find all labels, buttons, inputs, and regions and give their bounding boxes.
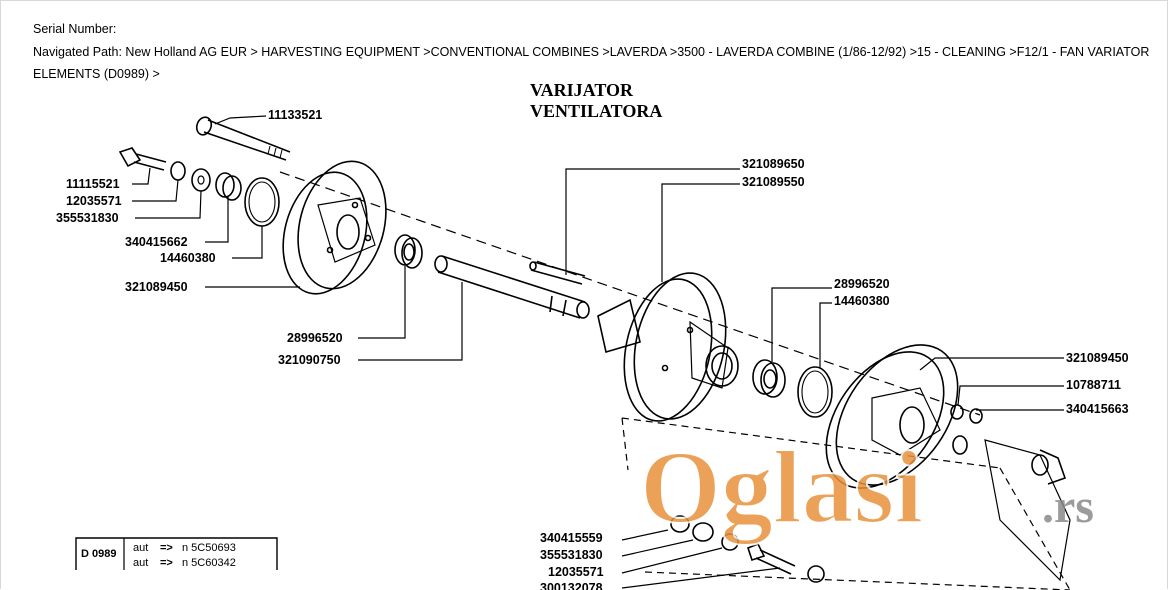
part-label-321089450-left: 321089450 (125, 280, 188, 294)
right-pulley-disc (825, 344, 959, 489)
part-label-28996520-right: 28996520 (834, 277, 890, 291)
info-row1-prefix: aut (133, 542, 148, 554)
spacer-part (952, 435, 968, 455)
lower-washer-part-2 (692, 522, 714, 542)
shaft-part (434, 255, 590, 319)
info-row2-arrow: => (160, 557, 173, 569)
lower-bolt-part (747, 542, 796, 575)
snap-ring-part (244, 177, 280, 227)
long-bolt-part (195, 116, 291, 161)
part-label-12035571-upper: 12035571 (66, 194, 122, 208)
part-label-10788711: 10788711 (1066, 378, 1121, 392)
assembly-axis-line (279, 171, 981, 416)
part-label-14460380-right: 14460380 (834, 294, 890, 308)
navigated-path: Navigated Path: New Holland AG EUR > HAR… (33, 45, 1150, 81)
central-hub-pulley (597, 272, 739, 422)
pin-part (529, 261, 586, 285)
bearing-part-left (394, 234, 423, 269)
bracket-part (984, 439, 1071, 582)
part-label-340415559: 340415559 (540, 531, 603, 545)
lock-washer-part (170, 161, 186, 181)
part-label-28996520-left: 28996520 (287, 331, 343, 345)
lower-washer-part (670, 515, 690, 533)
lower-assembly-box (621, 417, 1071, 590)
diagram-title-line2: VENTILATORA (530, 101, 663, 121)
part-label-11115521: 11115521 (66, 177, 120, 191)
part-label-355531830-upper: 355531830 (56, 211, 119, 225)
part-label-321089550: 321089550 (742, 175, 805, 189)
watermark-brand: Oglasi (640, 430, 923, 545)
watermark-suffix: .rs (1042, 480, 1094, 533)
info-row1-value: n 5C50693 (182, 542, 236, 554)
left-pulley-disc (282, 160, 387, 295)
leader-lines (132, 115, 1064, 589)
serial-info-box (75, 537, 278, 570)
snap-ring-part-right (797, 366, 833, 418)
part-label-12035571-lower: 12035571 (548, 565, 604, 579)
diagram-title-line1: VARIJATOR (530, 80, 634, 100)
serial-number-label: Serial Number: (33, 22, 117, 36)
part-label-355531830-lower: 355531830 (540, 548, 603, 562)
part-label-11133521: 11133521 (268, 108, 322, 122)
part-label-340415663: 340415663 (1066, 402, 1129, 416)
info-row2-prefix: aut (133, 557, 148, 569)
washer-part-right (969, 408, 983, 424)
part-label-321089450-right: 321089450 (1066, 351, 1129, 365)
flat-washer-part (191, 168, 211, 192)
part-label-300132078: 300132078 (540, 581, 603, 590)
bearing-part-right (752, 359, 786, 398)
part-label-14460380-upper: 14460380 (160, 251, 216, 265)
part-label-321089650: 321089650 (742, 157, 805, 171)
bushing-part (215, 172, 242, 201)
info-row2-value: n 5C60342 (182, 557, 236, 569)
part-label-321090750: 321090750 (278, 353, 341, 367)
part-label-340415662: 340415662 (125, 235, 188, 249)
diagram-code: D 0989 (81, 548, 116, 560)
info-row1-arrow: => (160, 542, 173, 554)
lower-lock-washer (721, 533, 739, 551)
oglasi-watermark: Oglasi .rs (639, 429, 1094, 546)
small-bolt-part (118, 147, 167, 171)
lower-nut-part (807, 565, 825, 583)
nut-part (950, 404, 964, 420)
